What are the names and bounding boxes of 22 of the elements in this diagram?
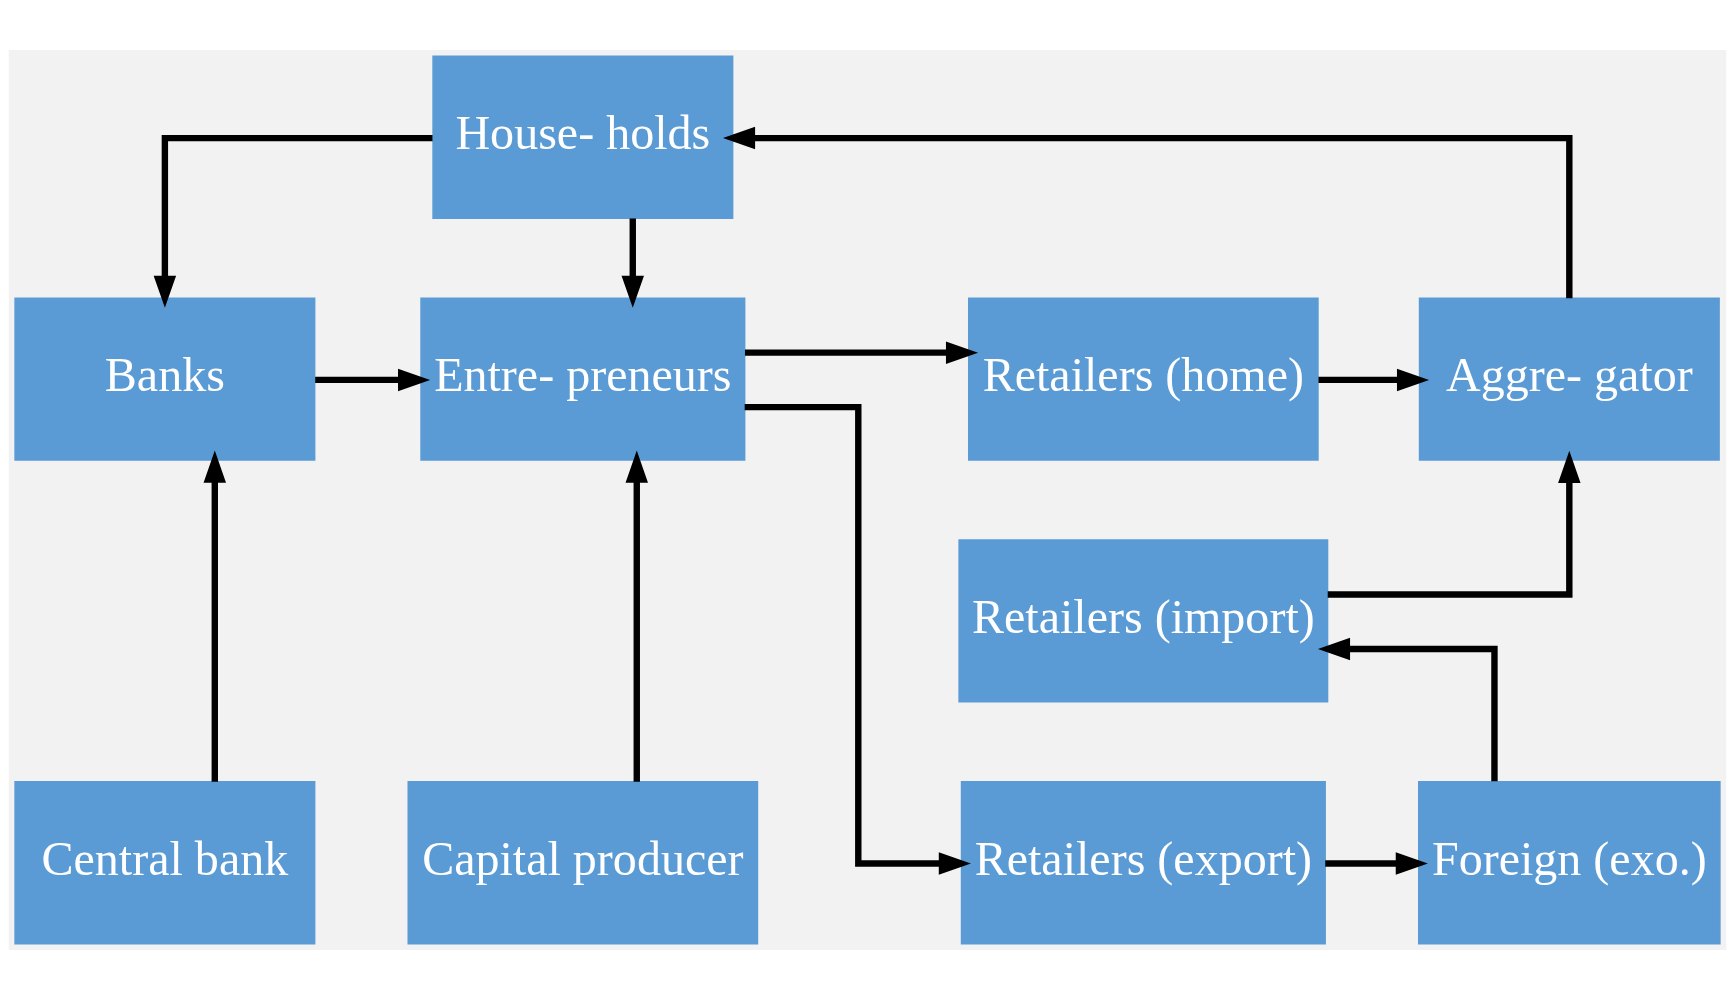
arrow bbox=[1317, 637, 1498, 781]
arrow bbox=[625, 450, 648, 782]
node-box: Banks bbox=[14, 296, 316, 461]
node-box: Foreign (exo.) bbox=[1418, 780, 1721, 944]
arrow bbox=[744, 340, 979, 364]
node-box: Aggre- gator bbox=[1418, 296, 1720, 461]
arrow bbox=[723, 126, 1573, 298]
node-box: Central bank bbox=[14, 780, 316, 944]
node-box: Retailers (export) bbox=[960, 780, 1326, 944]
node-box: Entre- preneurs bbox=[420, 296, 746, 461]
node-box: Capital producer bbox=[407, 780, 759, 944]
arrow bbox=[203, 450, 227, 782]
arrow bbox=[1325, 851, 1428, 875]
arrow bbox=[153, 134, 433, 308]
arrow bbox=[621, 217, 644, 308]
arrow bbox=[1318, 368, 1430, 391]
node-box: Retailers (home) bbox=[968, 296, 1319, 461]
node-box: House- holds bbox=[432, 55, 734, 219]
arrow bbox=[744, 403, 971, 875]
arrow bbox=[1327, 450, 1581, 598]
arrow bbox=[315, 368, 431, 391]
node-box: Retailers (import) bbox=[958, 538, 1329, 703]
